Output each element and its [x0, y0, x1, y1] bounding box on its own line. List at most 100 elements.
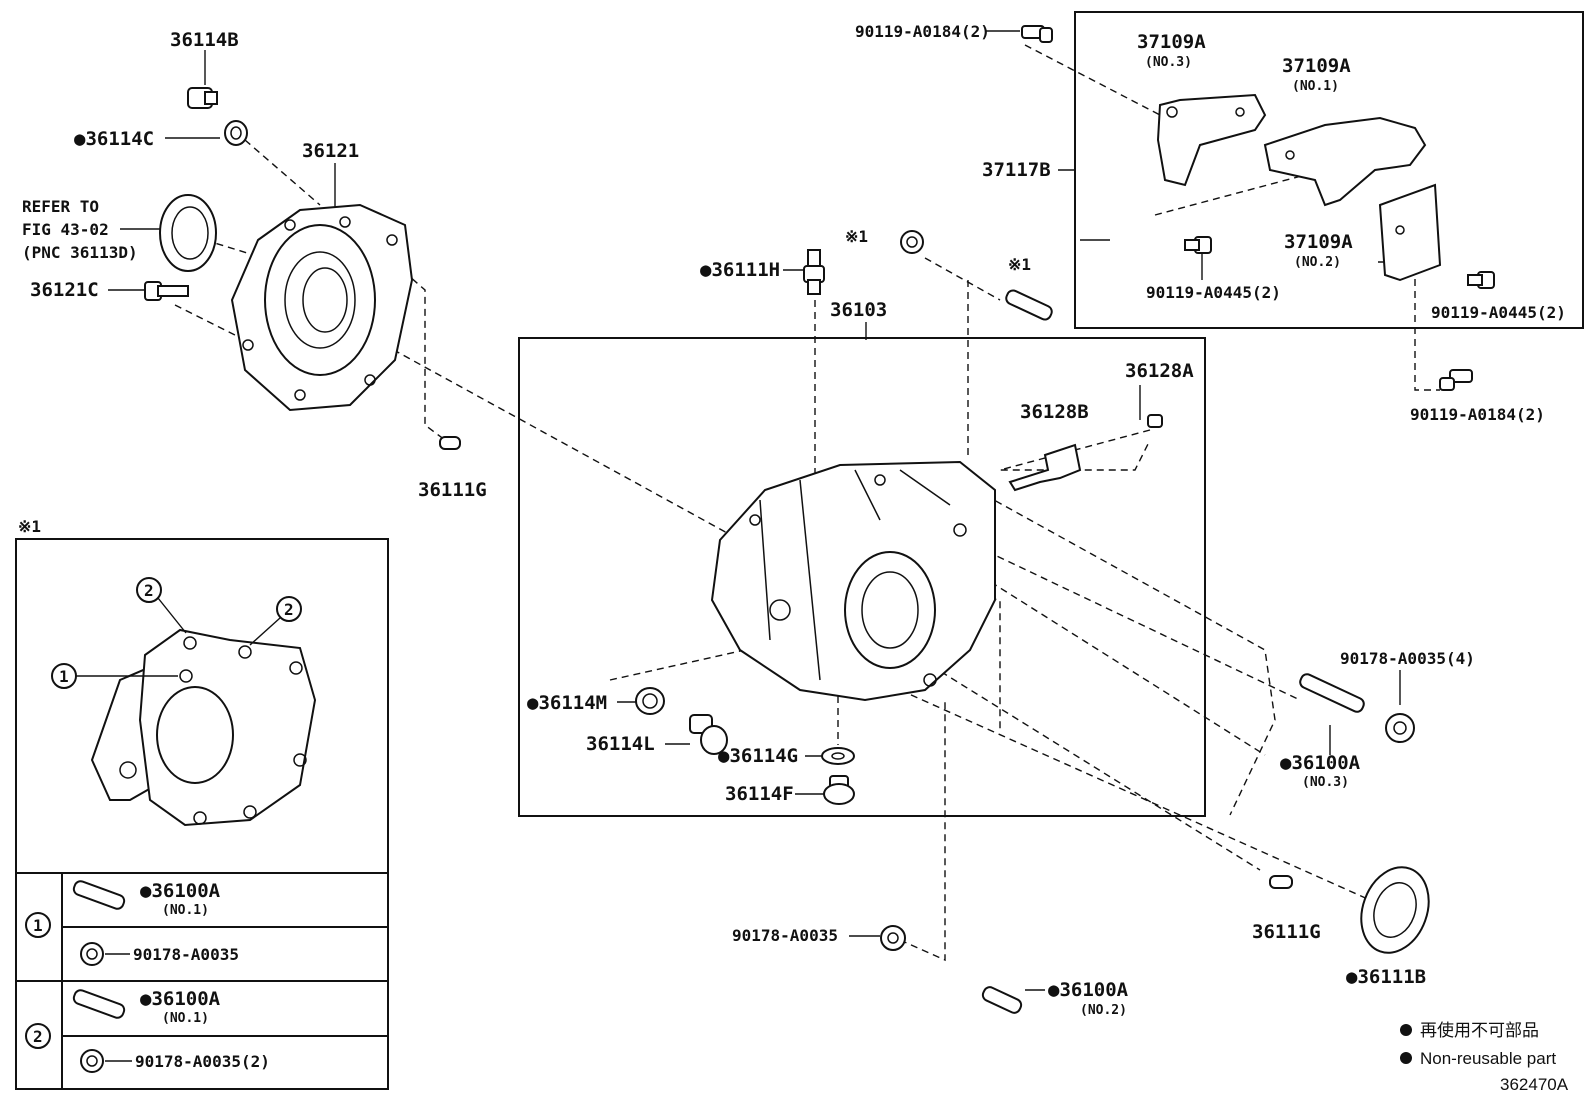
cover-37109a-no1 [1263, 116, 1427, 207]
label-36100a-no3: ●36100A [1280, 752, 1361, 774]
plug-36114f [823, 775, 855, 805]
assembly-line [899, 700, 946, 962]
callout-2b-text: 2 [284, 600, 294, 619]
row-marker-2 [25, 1023, 51, 1049]
label-36121c: 36121C [30, 279, 99, 301]
bolt-36128a [1147, 414, 1163, 428]
legend-dot [1400, 1024, 1412, 1036]
row-2-nut-label: 90178-A0035(2) [135, 1052, 270, 1071]
oil-seal-refer [159, 194, 217, 272]
callout-2b [249, 596, 302, 646]
label-refer-pnc: (PNC 36113D) [22, 243, 138, 262]
stud-36100a-no3 [1299, 673, 1365, 713]
label-36111h: ●36111H [700, 259, 780, 281]
plug-36114l [689, 714, 728, 755]
row-1-marker-text: 1 [33, 916, 43, 935]
label-37109a-no3: 37109A [1137, 31, 1206, 53]
bolt-90119-a0184-top [1021, 25, 1053, 43]
label-37109a-no1: 37109A [1282, 55, 1351, 77]
row-1-nut-label: 90178-A0035 [133, 945, 239, 964]
inset-frame [15, 538, 389, 1090]
gasket-36114g [821, 747, 855, 765]
nut-mark1 [900, 230, 924, 254]
label-36100a-no2-sub: (NO.2) [1080, 1003, 1127, 1018]
label-36114f: 36114F [725, 783, 794, 805]
inset-cover-gasket [90, 628, 317, 827]
figure-id: 362470A [1500, 1075, 1569, 1094]
assembly-line [924, 257, 1001, 301]
assembly-line [984, 494, 1276, 816]
label-37117b: 37117B [982, 159, 1051, 181]
stud-36100a-no2 [981, 986, 1023, 1014]
inset-stud-row1 [72, 880, 126, 910]
label-mark1-top: ※1 [845, 227, 868, 246]
row-1-stud-sub: (NO.1) [162, 903, 209, 918]
label-37109a-no3-sub: (NO.3) [1145, 55, 1192, 70]
nut-90178-a0035-bottom [880, 925, 906, 951]
assembly-line [1414, 255, 1440, 391]
label-90119-a0445-left: 90119-A0445(2) [1146, 283, 1281, 302]
bracket-37109a-no3 [1156, 93, 1267, 187]
row-2-stud-label: ●36100A [140, 988, 221, 1010]
label-36114l: 36114L [586, 733, 655, 755]
gasket-36114c [224, 120, 248, 146]
label-90119-a0445-right: 90119-A0445(2) [1431, 303, 1566, 322]
inset-nut-row1 [80, 942, 104, 966]
nut-90178-a0035 [1385, 713, 1415, 743]
callout-1-text: 1 [59, 667, 69, 686]
inset-stud-row2 [72, 989, 126, 1019]
label-36128b: 36128B [1020, 401, 1089, 423]
bracket-36128b [1008, 443, 1082, 492]
label-36111g-bottom: 36111G [1252, 921, 1321, 943]
case-cover-36121 [230, 203, 414, 412]
label-36114g: ●36114G [718, 745, 798, 767]
bolt-36121c [144, 281, 189, 301]
label-36103: 36103 [830, 299, 887, 321]
callout-2a-text: 2 [144, 581, 154, 600]
label-36100a-no3-sub: (NO.3) [1302, 775, 1349, 790]
legend-english: Non-reusable part [1420, 1049, 1556, 1068]
row-2-stud-sub: (NO.1) [162, 1011, 209, 1026]
row-1-stud-label: ●36100A [140, 880, 221, 902]
label-90119-a0184-top: 90119-A0184(2) [855, 22, 990, 41]
transfer-case-housing-36103 [710, 460, 996, 702]
assembly-line [329, 314, 741, 541]
assembly-line [929, 589, 1001, 730]
assembly-line [899, 689, 1371, 901]
label-36128a: 36128A [1125, 360, 1194, 382]
oil-seal-36111b [1360, 866, 1430, 954]
legend-dot [1400, 1052, 1412, 1064]
inset-nut-row2 [80, 1049, 104, 1073]
label-36121: 36121 [302, 140, 359, 162]
label-37109a-no1-sub: (NO.1) [1292, 79, 1339, 94]
label-90178-a0035-4: 90178-A0035(4) [1340, 649, 1475, 668]
label-refer-to: REFER TO [22, 197, 99, 216]
label-36111b: ●36111B [1346, 966, 1426, 988]
housing-frame [518, 337, 1206, 817]
assembly-line [244, 139, 321, 206]
stud-mark1 [1005, 289, 1053, 321]
plug-36114b [187, 87, 218, 109]
label-mark1-inset: ※1 [18, 517, 41, 536]
callout-2a [136, 577, 187, 634]
label-90178-a0035-bottom: 90178-A0035 [732, 926, 838, 945]
gasket-36114m [635, 687, 665, 715]
label-36114m: ●36114M [527, 692, 607, 714]
row-marker-1 [25, 912, 51, 938]
label-37109a-no2-sub: (NO.2) [1294, 255, 1341, 270]
bolt-90119-a0445-left [1184, 236, 1212, 254]
label-36114c: ●36114C [74, 128, 154, 150]
dowel-36111g-bottom [1269, 875, 1293, 889]
label-90119-a0184-right: 90119-A0184(2) [1410, 405, 1545, 424]
label-refer-fig: FIG 43-02 [22, 220, 109, 239]
assembly-line [1024, 44, 1161, 116]
bolt-90119-a0445-right [1467, 271, 1495, 289]
label-36100a-no2: ●36100A [1048, 979, 1129, 1001]
label-37109a-no2: 37109A [1284, 231, 1353, 253]
sensor-36111h [803, 249, 825, 295]
row-2-marker-text: 2 [33, 1027, 43, 1046]
dowel-36111g-top [439, 436, 461, 450]
label-mark1-stud: ※1 [1008, 255, 1031, 274]
